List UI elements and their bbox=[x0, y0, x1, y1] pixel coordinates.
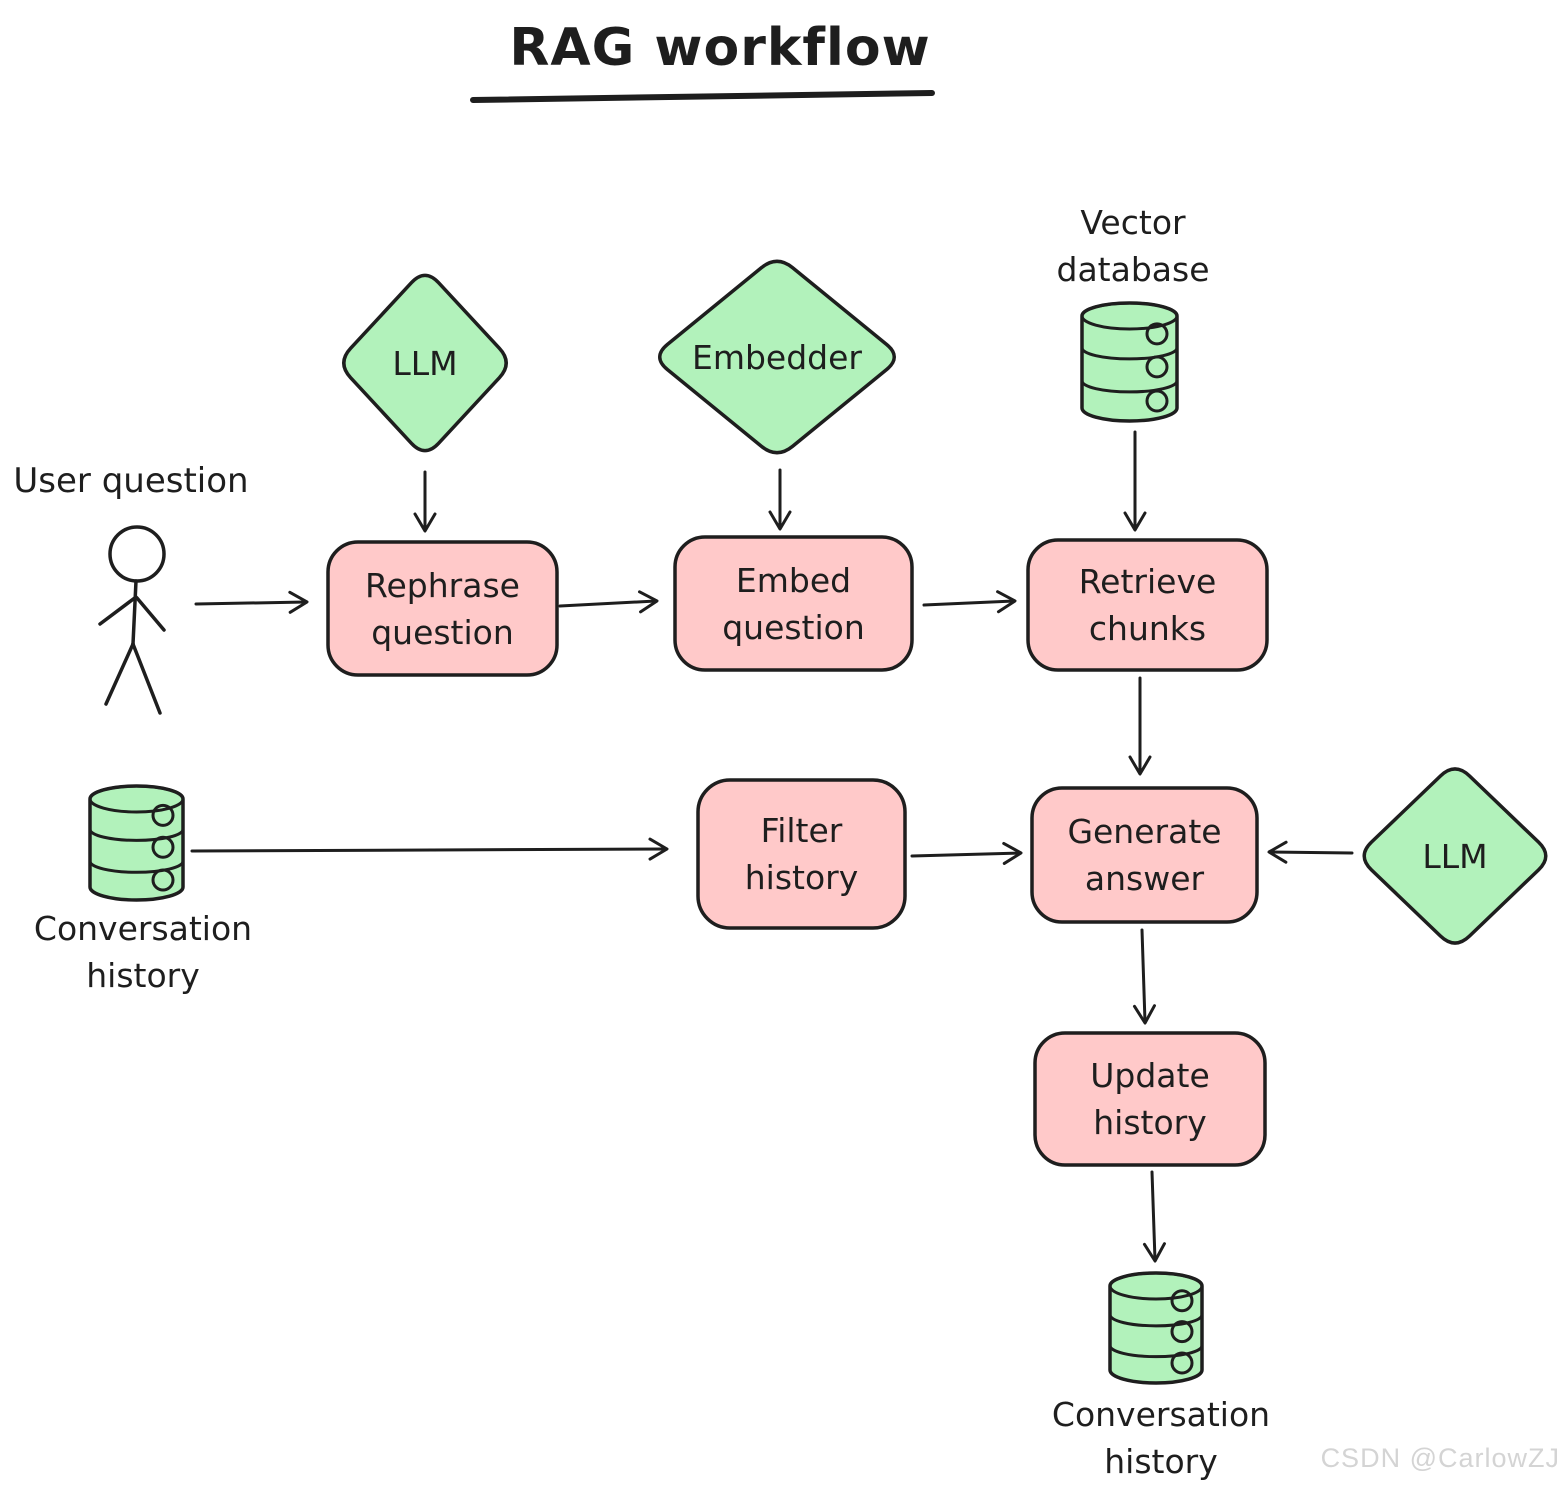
llm-right-diamond bbox=[1362, 767, 1548, 945]
filter-history-box bbox=[696, 778, 907, 930]
arrow-embed-to-retrieve bbox=[922, 590, 1017, 614]
arrow-generate-to-update bbox=[1132, 928, 1156, 1025]
embed-question-line1: Embed bbox=[735, 560, 852, 600]
generate-answer-line1: Generate bbox=[1067, 812, 1222, 851]
user-stick-figure bbox=[98, 525, 166, 715]
update-history-line1: Update bbox=[1090, 1056, 1210, 1095]
llm-top-diamond bbox=[342, 273, 508, 453]
vector-database-label: Vector database bbox=[1008, 198, 1258, 294]
vector-database-cylinder bbox=[1080, 301, 1179, 423]
arrow-update-to-convhistory bbox=[1142, 1170, 1166, 1263]
conversation-history-left-label: Conversation history bbox=[8, 904, 278, 1000]
update-history-box bbox=[1033, 1031, 1267, 1167]
arrow-filter-to-generate bbox=[910, 841, 1023, 865]
embed-question-label: Embed question bbox=[675, 537, 912, 670]
filter-history-label: Filter history bbox=[698, 780, 905, 928]
retrieve-chunks-line2: chunks bbox=[1088, 609, 1207, 648]
arrow-rephrase-to-embed bbox=[558, 590, 659, 614]
conversation-history-bottom-line1: Conversation bbox=[1051, 1395, 1271, 1434]
rephrase-question-line2: question bbox=[371, 612, 514, 652]
retrieve-chunks-line1: Retrieve bbox=[1078, 562, 1217, 601]
generate-answer-box bbox=[1030, 786, 1259, 924]
rephrase-question-line1: Rephrase bbox=[365, 565, 520, 605]
vector-database-label-line2: database bbox=[1056, 250, 1210, 289]
vector-database-label-line1: Vector bbox=[1080, 203, 1186, 242]
arrow-llm-to-generate bbox=[1267, 840, 1354, 864]
rephrase-question-label: Rephrase question bbox=[328, 542, 557, 675]
llm-right-label: LLM bbox=[1422, 836, 1488, 876]
arrow-convhistory-to-filter bbox=[190, 837, 669, 861]
embed-question-box bbox=[673, 535, 914, 672]
filter-history-line1: Filter bbox=[760, 811, 843, 850]
conversation-history-left-line1: Conversation bbox=[33, 909, 253, 948]
watermark: CSDN @CarlowZJ bbox=[1320, 1442, 1560, 1473]
llm-top-label: LLM bbox=[392, 343, 458, 383]
rephrase-question-box bbox=[326, 540, 559, 677]
arrow-user-to-rephrase bbox=[194, 590, 309, 614]
update-history-label: Update history bbox=[1035, 1033, 1265, 1165]
embedder-label: Embedder bbox=[691, 337, 862, 377]
generate-answer-line2: answer bbox=[1084, 859, 1205, 898]
retrieve-chunks-box bbox=[1026, 538, 1269, 672]
conversation-history-bottom-cylinder bbox=[1108, 1271, 1204, 1385]
diagram-arrows bbox=[190, 430, 1354, 1263]
embedder-diamond bbox=[658, 259, 896, 455]
retrieve-chunks-label: Retrieve chunks bbox=[1028, 540, 1267, 670]
user-question-label: User question bbox=[13, 460, 249, 501]
conversation-history-left-cylinder bbox=[88, 784, 185, 902]
conversation-history-bottom-line2: history bbox=[1104, 1442, 1218, 1481]
conversation-history-bottom-label: Conversation history bbox=[1026, 1390, 1296, 1486]
title-underline bbox=[470, 90, 935, 103]
generate-answer-label: Generate answer bbox=[1032, 788, 1257, 922]
diagram-title: RAG workflow bbox=[509, 17, 931, 78]
conversation-history-left-line2: history bbox=[86, 956, 200, 995]
filter-history-line2: history bbox=[744, 858, 859, 897]
update-history-line2: history bbox=[1093, 1103, 1207, 1142]
embed-question-line2: question bbox=[722, 607, 865, 647]
